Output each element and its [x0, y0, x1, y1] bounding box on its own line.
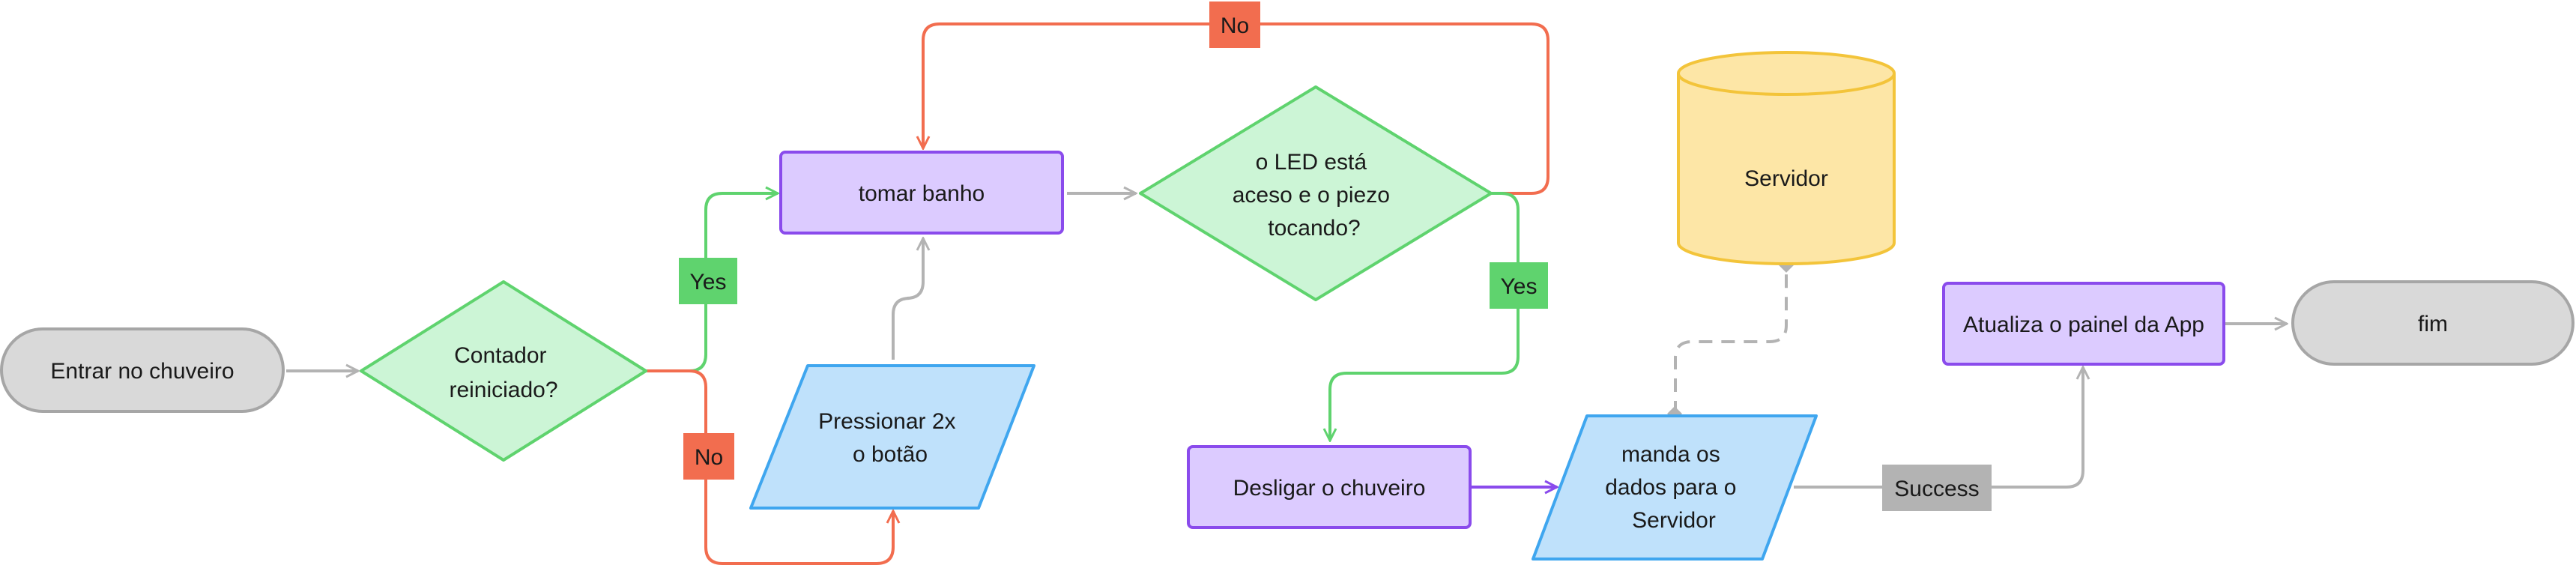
io-press-button[interactable]: Pressionar 2x o botão [749, 364, 1035, 510]
process-take-shower[interactable]: tomar banho [779, 151, 1064, 235]
tag-led-yes: Yes [1490, 262, 1548, 309]
send-data-label: manda os dados para o Servidor [1605, 442, 1742, 533]
process-turn-off-shower[interactable]: Desligar o chuveiro [1187, 445, 1472, 529]
svg-text:No: No [1221, 13, 1249, 38]
server-label: Servidor [1744, 166, 1828, 191]
shower-label: tomar banho [859, 181, 985, 206]
update-app-label: Atualiza o painel da App [1963, 312, 2204, 337]
end-label: fim [2418, 312, 2448, 336]
decision-led-label: o LED está aceso e o piezo tocando? [1233, 150, 1397, 241]
end-terminal[interactable]: fim [2291, 280, 2575, 366]
svg-text:Yes: Yes [690, 270, 727, 294]
press-button-label: Pressionar 2x o botão [818, 409, 962, 467]
edge-led-no [923, 22, 1549, 195]
decision-counter-label: Contador reiniciado? [449, 343, 557, 402]
decision-counter-reset[interactable]: Contador reiniciado? [360, 280, 647, 462]
start-label: Entrar no chuveiro [50, 359, 234, 384]
tag-counter-no: No [683, 433, 734, 480]
edge-press-to-shower [892, 238, 923, 360]
edge-counter-no [646, 369, 893, 565]
process-update-app[interactable]: Atualiza o painel da App [1942, 282, 2225, 366]
edge-led-yes [1330, 192, 1520, 441]
edge-send-to-update [1794, 367, 2083, 489]
io-send-data[interactable]: manda os dados para o Servidor [1532, 414, 1818, 561]
start-terminal[interactable]: Entrar no chuveiro [0, 327, 285, 413]
edge-send-to-server [1674, 265, 1788, 414]
tag-success: Success [1882, 465, 1992, 511]
svg-text:No: No [695, 445, 723, 470]
svg-text:Yes: Yes [1501, 274, 1538, 299]
turn-off-label: Desligar o chuveiro [1233, 476, 1426, 501]
database-server[interactable]: Servidor [1677, 51, 1896, 265]
svg-text:Success: Success [1894, 477, 1979, 501]
tag-led-no: No [1209, 1, 1260, 48]
decision-led-piezo[interactable]: o LED está aceso e o piezo tocando? [1139, 85, 1493, 301]
tag-counter-yes: Yes [679, 258, 737, 304]
